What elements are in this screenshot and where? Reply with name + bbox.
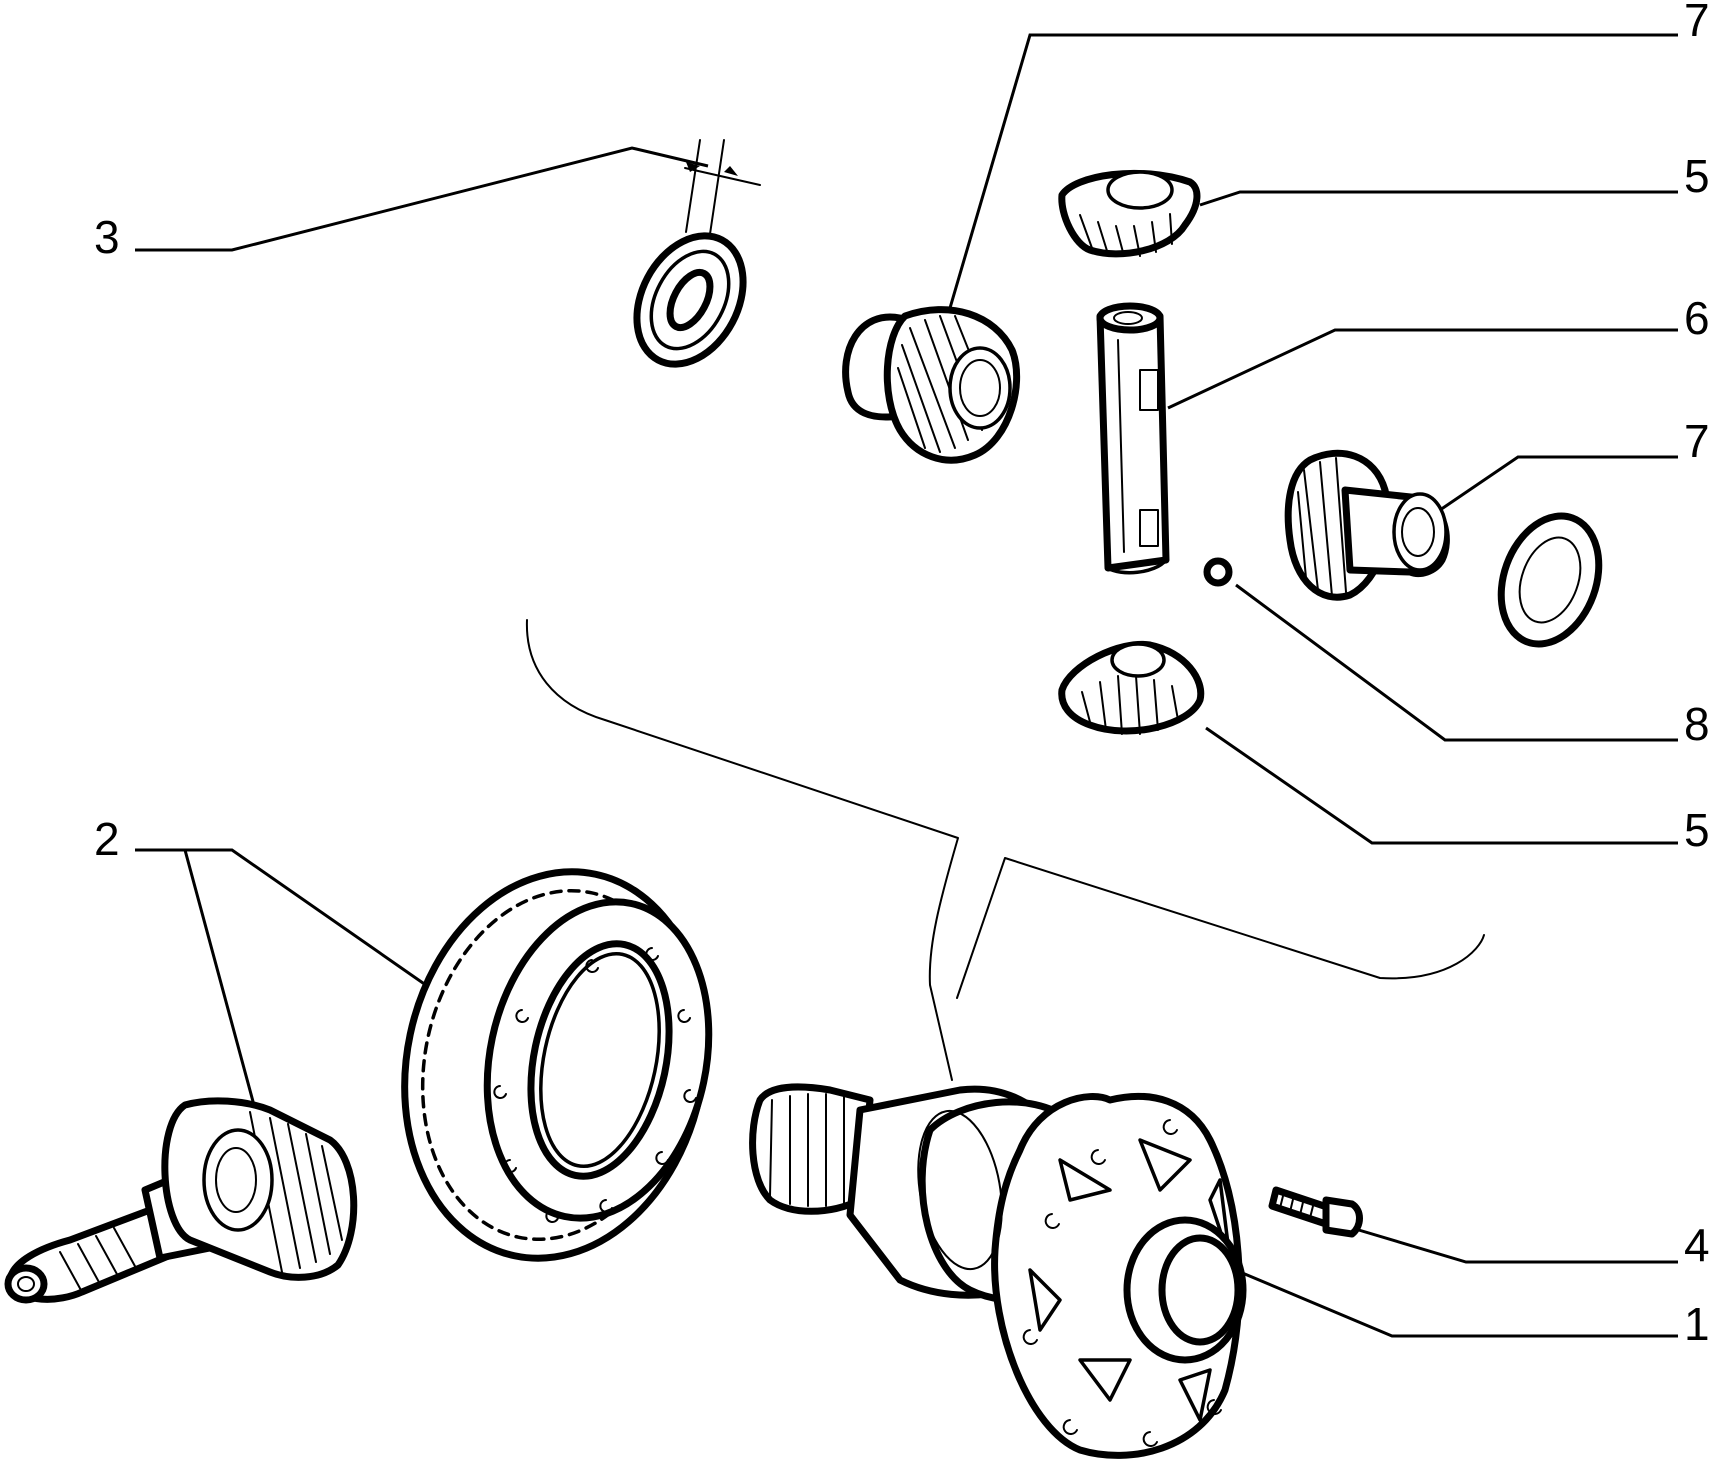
leader-5-top [1199,190,1678,207]
leader-7-mid [1439,455,1678,512]
leader-2-a [135,848,260,1121]
differential-pin-6 [1096,302,1170,575]
exploded-view-bracket [525,619,1485,1081]
thrust-washer-3 [633,139,761,368]
bolt-4 [1268,1186,1363,1238]
leader-3 [135,146,709,252]
leader-7-top [948,33,1678,309]
callout-label-5-top: 5 [1684,150,1710,202]
callout-label-2: 2 [94,813,120,865]
side-gear-7-mid [1284,449,1450,601]
side-gear-7-top [842,306,1021,464]
bevel-pinion-5-top [1058,169,1201,258]
leader-6 [1167,328,1678,410]
callout-label-5-bottom: 5 [1684,804,1710,856]
callout-label-7-top: 7 [1684,0,1710,46]
leader-8 [1235,583,1678,742]
leader-5-bottom [1205,726,1678,845]
callout-label-3: 3 [94,211,120,263]
crown-wheel-2 [401,868,713,1262]
leader-2-b [185,848,434,992]
leader-lines [135,33,1678,1338]
callout-label-7-mid: 7 [1684,415,1710,467]
callout-label-4: 4 [1684,1219,1710,1271]
bevel-pinion-5-bottom [1058,640,1205,735]
drive-pinion-shaft-2 [4,1097,358,1304]
callout-label-8: 8 [1684,698,1710,750]
callout-label-1: 1 [1684,1298,1710,1350]
leader-4 [1351,1226,1678,1264]
differential-housing-1 [749,1083,1247,1459]
leader-1 [1239,1270,1678,1338]
callout-label-6: 6 [1684,292,1710,344]
ball-8 [1203,557,1233,587]
thrust-washer-7 [1497,512,1603,648]
